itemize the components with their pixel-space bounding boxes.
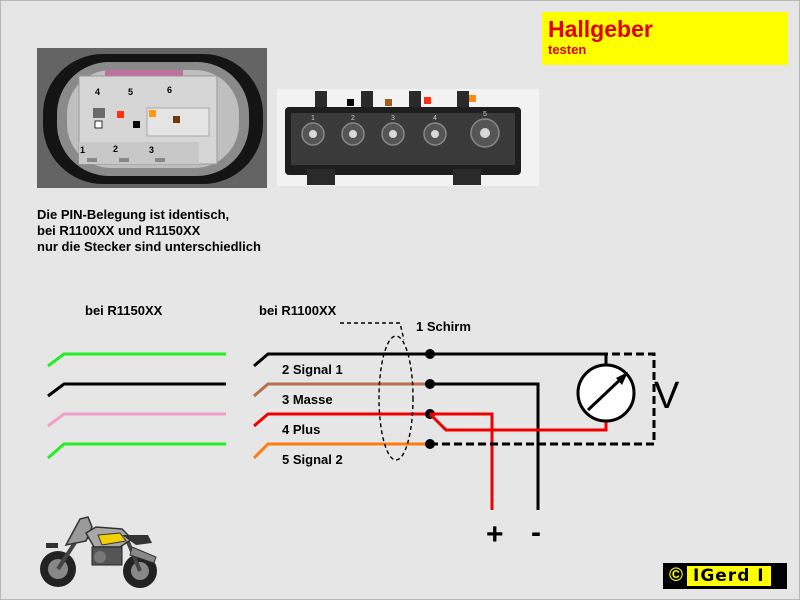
- voltmeter-icon: [576, 363, 636, 423]
- label-shield: 1 Schirm: [416, 319, 471, 334]
- wire-plus-to-terminal: [430, 412, 494, 510]
- right-pin-5: 5: [483, 111, 487, 118]
- r1150-wire-2: [47, 382, 226, 398]
- r1100-wire-signal1: [253, 352, 606, 368]
- logo-name: IGerd I: [687, 566, 771, 586]
- left-pin-2: 2: [113, 144, 118, 154]
- node-shield: [425, 349, 435, 359]
- left-pin-1: 1: [80, 145, 85, 155]
- left-pin-marker-orange: [149, 110, 156, 117]
- label-pin-5: 5 Signal 2: [282, 452, 343, 467]
- r1100-wire-masse: [253, 382, 430, 398]
- description-line-1: Die PIN-Belegung ist identisch,: [37, 207, 230, 222]
- left-pin-marker-red: [117, 111, 124, 118]
- left-pin-5: 5: [128, 87, 133, 97]
- motorcycle-icon: [40, 516, 157, 588]
- left-pin-4: 4: [95, 87, 100, 97]
- title-main: Hallgeber: [548, 16, 653, 42]
- copyright-symbol: ©: [669, 565, 683, 586]
- description-line-3: nur die Stecker sind unterschiedlich: [37, 239, 261, 254]
- meter-unit: V: [654, 375, 680, 417]
- title-sub: testen: [548, 42, 587, 57]
- shield-leader: [340, 322, 405, 341]
- r1150-wire-3: [47, 412, 226, 428]
- label-pin-2: 2 Signal 1: [282, 362, 343, 377]
- right-pin-1: 1: [311, 115, 315, 122]
- left-pin-6: 6: [167, 85, 172, 95]
- r1150-wire-4: [47, 442, 226, 460]
- r1100-wire-signal2: [252, 442, 430, 460]
- r1100-wire-plus: [253, 412, 430, 428]
- r1150-wire-1: [47, 352, 226, 368]
- left-pin-marker-white: [94, 120, 103, 129]
- connector-photo-r1150: 4 5 6 1 2 3: [37, 48, 267, 188]
- shield-ellipse: [378, 335, 414, 461]
- terminal-plus: +: [486, 518, 504, 551]
- label-pin-3: 3 Masse: [282, 392, 333, 407]
- wire-plus-to-meter: [428, 412, 608, 432]
- wire-masse-to-minus: [430, 382, 540, 510]
- pin-description: Die PIN-Belegung ist identisch, bei R110…: [37, 207, 261, 255]
- connector-photo-r1100: 1 2 3 4 5: [277, 89, 539, 186]
- right-pin-2: 2: [351, 115, 355, 122]
- label-r1150: bei R1150XX: [85, 303, 163, 318]
- left-pin-marker-brown: [173, 116, 180, 123]
- left-pin-marker-black: [133, 121, 140, 128]
- description-line-2: bei R1100XX und R1150XX: [37, 223, 201, 238]
- title-box: Hallgeber testen: [542, 12, 788, 65]
- author-logo: © IGerd I: [663, 563, 787, 589]
- right-pin-4: 4: [433, 115, 437, 122]
- label-pin-4: 4 Plus: [282, 422, 321, 437]
- right-pin-3: 3: [391, 115, 395, 122]
- dashed-measure-wire: [430, 352, 656, 446]
- terminal-minus: -: [531, 516, 541, 549]
- label-r1100: bei R1100XX: [259, 303, 337, 318]
- left-pin-3: 3: [149, 145, 154, 155]
